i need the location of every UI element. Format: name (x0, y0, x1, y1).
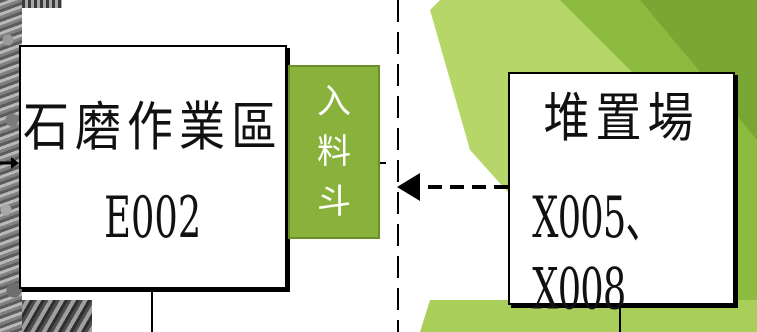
hopper-box: 入 料 斗 (288, 65, 380, 239)
stockpile-box: 堆置場 X005、X008 (508, 72, 735, 322)
photo-background-top (22, 0, 62, 8)
hopper-char-2: 料 (317, 132, 351, 172)
input-arrowhead-left (11, 157, 19, 169)
stockpile-code: X005、X008 (532, 182, 662, 322)
flow-arrowhead (397, 173, 420, 201)
hopper-char-1: 入 (317, 82, 351, 122)
stone-mill-area-title: 石磨作業區 (23, 95, 283, 158)
stone-mill-area-code: E002 (104, 183, 202, 251)
hopper-char-3: 斗 (317, 182, 351, 222)
stockpile-title: 堆置場 (543, 85, 700, 148)
photo-background-bottom (22, 300, 92, 332)
stone-mill-area-box: 石磨作業區 E002 (19, 45, 287, 289)
bottom-green-slab (420, 300, 757, 332)
